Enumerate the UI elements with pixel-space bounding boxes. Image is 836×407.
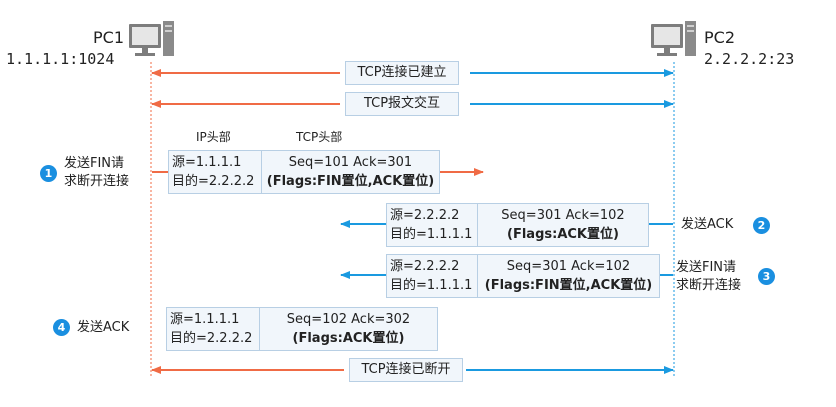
- packet-2-flags: (Flags:ACK置位): [507, 227, 619, 242]
- step-3-number: 3: [758, 268, 775, 285]
- pc2-computer-icon: [651, 21, 696, 56]
- step-4-label: 发送ACK: [77, 320, 130, 335]
- step-4-number: 4: [53, 319, 70, 336]
- tcp-header-label: TCP头部: [296, 130, 343, 144]
- packet-3-flags: (Flags:FIN置位,ACK置位): [484, 278, 653, 293]
- packet-2: 源=2.2.2.2 目的=1.1.1.1 Seq=301 Ack=102 (Fl…: [386, 203, 649, 247]
- packet-4-dst: 目的=2.2.2.2: [170, 331, 253, 346]
- packet-3-seq-ack: Seq=301 Ack=102: [506, 259, 631, 274]
- packet-4-flags: (Flags:ACK置位): [292, 331, 405, 346]
- step-2-number: 2: [753, 217, 770, 234]
- packet-1-flags: (Flags:FIN置位,ACK置位): [266, 174, 435, 189]
- pc1-address: 1.1.1.1:1024: [6, 50, 115, 68]
- packet-3: 源=2.2.2.2 目的=1.1.1.1 Seq=301 Ack=102 (Fl…: [386, 254, 660, 298]
- packet-1-src: 源=1.1.1.1: [172, 155, 242, 170]
- packet-3-src: 源=2.2.2.2: [390, 259, 460, 274]
- step-3-label: 发送FIN请求断开连接: [676, 260, 742, 293]
- pc2-name: PC2: [704, 28, 735, 47]
- banner-exchange: TCP报文交互: [345, 92, 459, 116]
- packet-1: 源=1.1.1.1 目的=2.2.2.2 Seq=101 Ack=301 (Fl…: [168, 150, 440, 194]
- packet-2-dst: 目的=1.1.1.1: [390, 227, 473, 242]
- step-1-number: 1: [40, 165, 57, 182]
- packet-1-seq-ack: Seq=101 Ack=301: [288, 155, 413, 170]
- packet-4-seq-ack: Seq=102 Ack=302: [286, 312, 411, 327]
- packet-1-dst: 目的=2.2.2.2: [172, 174, 255, 189]
- banner-closed: TCP连接已断开: [349, 358, 463, 382]
- packet-4: 源=1.1.1.1 目的=2.2.2.2 Seq=102 Ack=302 (Fl…: [166, 307, 438, 351]
- packet-2-src: 源=2.2.2.2: [390, 208, 460, 223]
- pc1-name: PC1: [93, 28, 124, 47]
- step-1-label: 发送FIN请求断开连接: [64, 156, 130, 189]
- packet-3-dst: 目的=1.1.1.1: [390, 278, 473, 293]
- pc2-address: 2.2.2.2:23: [704, 50, 795, 68]
- packet-2-seq-ack: Seq=301 Ack=102: [501, 208, 625, 223]
- packet-4-src: 源=1.1.1.1: [170, 312, 240, 327]
- pc1-computer-icon: [129, 21, 174, 56]
- banner-established: TCP连接已建立: [345, 61, 459, 85]
- ip-header-label: IP头部: [196, 130, 231, 144]
- step-2-label: 发送ACK: [681, 217, 734, 232]
